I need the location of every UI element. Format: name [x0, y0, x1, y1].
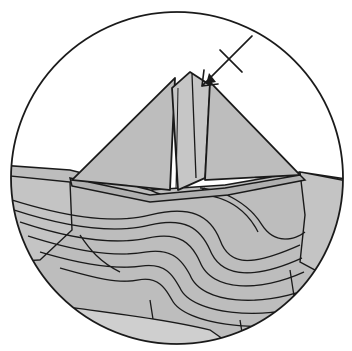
right-sail: [205, 82, 300, 180]
fold-direction-arrow-icon: [202, 36, 252, 86]
no-fold-cross-icon: [220, 50, 242, 72]
magnified-detail: [0, 72, 352, 351]
left-sail: [72, 78, 175, 190]
